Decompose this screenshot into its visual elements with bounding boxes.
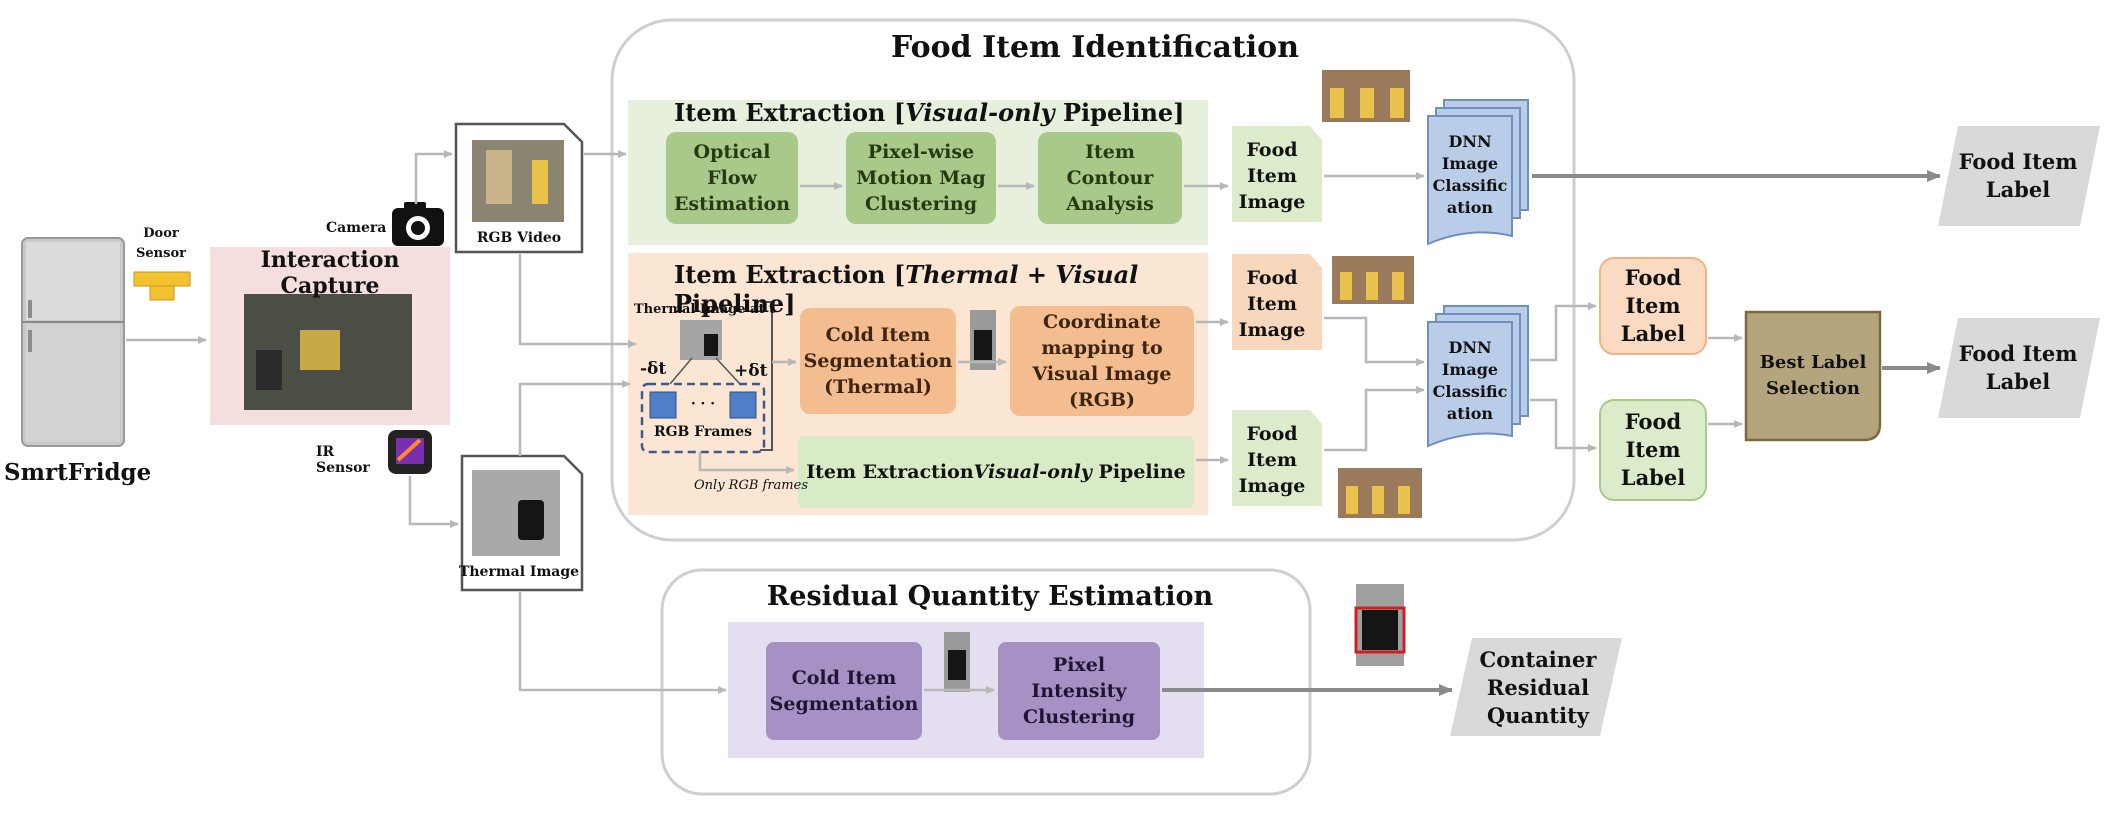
dnn-label-2: DNN Image Classific ation xyxy=(1432,338,1508,423)
item-contour-label: Item Contour Analysis xyxy=(1066,141,1154,215)
food-item-label-orange: Food Item Label xyxy=(1620,265,1686,346)
rgb-video-label: RGB Video xyxy=(476,230,562,246)
food-item-image-label-1: Food Item Image xyxy=(1238,139,1306,213)
best-label-box xyxy=(1744,310,1882,442)
thermal-pipeline-title: Item Extraction [Thermal + Visual Pipeli… xyxy=(674,260,1214,318)
fridge-label: SmrtFridge xyxy=(4,459,152,486)
rgb-dots: · · · xyxy=(690,396,716,412)
rgb-video-thumb xyxy=(472,140,564,222)
interaction-capture-title: Interaction Capture xyxy=(260,247,400,299)
rgb-frames-label: RGB Frames xyxy=(653,424,753,440)
only-rgb-frames-label: Only RGB frames xyxy=(694,478,808,493)
food-item-image-doc-1 xyxy=(1232,126,1322,222)
door-sensor-icon xyxy=(133,271,191,301)
container-residual-shape xyxy=(1450,638,1622,736)
food-item-label-top-shape xyxy=(1938,126,2100,226)
dnn-stack-2 xyxy=(1427,305,1529,448)
food-item-label-top: Food Item Label xyxy=(1958,149,2078,202)
thermal-at-t-label: Thermal Image at t xyxy=(634,302,775,317)
thermal-title-mid: + xyxy=(1018,260,1056,289)
arrows xyxy=(126,150,1743,694)
ir-sensor-icon xyxy=(388,430,432,474)
visual-pipeline-title-em: Visual-only xyxy=(905,98,1055,127)
container-residual-label: Container Residual Quantity xyxy=(1479,647,1597,728)
thermal-title-post: Pipeline] xyxy=(674,289,796,318)
thermal-image-label: Thermal Image xyxy=(458,564,580,580)
plus-dt: +δt xyxy=(734,361,768,381)
food-item-label-right-shape xyxy=(1938,318,2100,418)
food-item-image-label-2: Food Item Image xyxy=(1238,267,1306,341)
visual-pipeline-title-pre: Item Extraction [ xyxy=(674,98,906,127)
food-item-image-doc-3 xyxy=(1232,410,1322,506)
fridge-icon xyxy=(21,237,125,447)
door-sensor-label: Door Sensor xyxy=(136,226,186,261)
pixel-intensity-label: Pixel Intensity Clustering xyxy=(1022,654,1136,728)
visual-only-pre: Item Extraction xyxy=(806,461,974,483)
dnn-label-1: DNN Image Classific ation xyxy=(1432,132,1508,217)
ir-sensor-label: IR Sensor xyxy=(316,444,370,476)
best-label-selection: Best Label Selection xyxy=(1759,352,1867,399)
dnn-stack-1 xyxy=(1427,99,1529,246)
food-item-label-green-box xyxy=(1599,399,1707,501)
camera-icon xyxy=(392,202,444,246)
food-identification-frame xyxy=(610,18,1576,542)
rgb-frame-left xyxy=(649,391,677,419)
coordinate-mapping-label: Coordinate mapping to Visual Image (RGB) xyxy=(1032,311,1172,411)
food-item-image-label-3: Food Item Image xyxy=(1238,423,1306,497)
minus-dt: -δt xyxy=(640,359,667,379)
residual-frame xyxy=(660,568,1312,796)
residual-title: Residual Quantity Estimation xyxy=(766,580,1214,612)
bracket xyxy=(760,301,773,451)
visual-only-pipeline-box xyxy=(798,436,1194,508)
food-thumbs-2 xyxy=(1332,256,1414,304)
cold-item-box xyxy=(800,308,956,414)
food-item-label-orange-box xyxy=(1599,257,1707,355)
rgb-frames-dashed xyxy=(640,382,766,454)
optical-flow-box xyxy=(666,132,798,224)
thermal-title-em1: Thermal xyxy=(905,260,1019,289)
item-contour-box xyxy=(1038,132,1182,224)
cold-item-label: Cold Item Segmentation (Thermal) xyxy=(803,324,953,398)
visual-pipeline-title-post: Pipeline] xyxy=(1054,98,1185,127)
thermal-image-thumb xyxy=(472,470,560,556)
visual-only-pipeline-label: Item Extraction Visual-only Pipeline xyxy=(798,436,1194,508)
pixel-wise-label: Pixel-wise Motion Mag Clustering xyxy=(856,141,986,215)
food-identification-title: Food Item Identification xyxy=(890,29,1300,65)
output-arrows xyxy=(1162,170,1941,696)
thermal-title-em2: Visual xyxy=(1055,260,1139,289)
visual-pipeline-title: Item Extraction [Visual-only Pipeline] xyxy=(674,98,1194,132)
thermal-title-pre: Item Extraction [ xyxy=(674,260,906,289)
pixel-wise-box xyxy=(846,132,996,224)
food-thumbs-3 xyxy=(1338,468,1422,518)
rgb-frame-right xyxy=(729,391,757,419)
residual-cold-item-label: Cold Item Segmentation xyxy=(769,667,919,715)
food-item-label-right: Food Item Label xyxy=(1958,341,2078,394)
food-thumbs-1 xyxy=(1322,70,1410,122)
pixel-intensity-box xyxy=(998,642,1160,740)
food-item-label-green: Food Item Label xyxy=(1620,409,1686,490)
visual-only-post: Pipeline xyxy=(1091,461,1186,483)
optical-flow-label: Optical Flow Estimation xyxy=(673,141,791,215)
coordinate-mapping-box xyxy=(1010,306,1194,416)
food-item-image-doc-2 xyxy=(1232,254,1322,350)
visual-only-em: Visual-only xyxy=(973,461,1092,483)
camera-label: Camera xyxy=(326,220,387,236)
residual-cold-item-box xyxy=(766,642,922,740)
